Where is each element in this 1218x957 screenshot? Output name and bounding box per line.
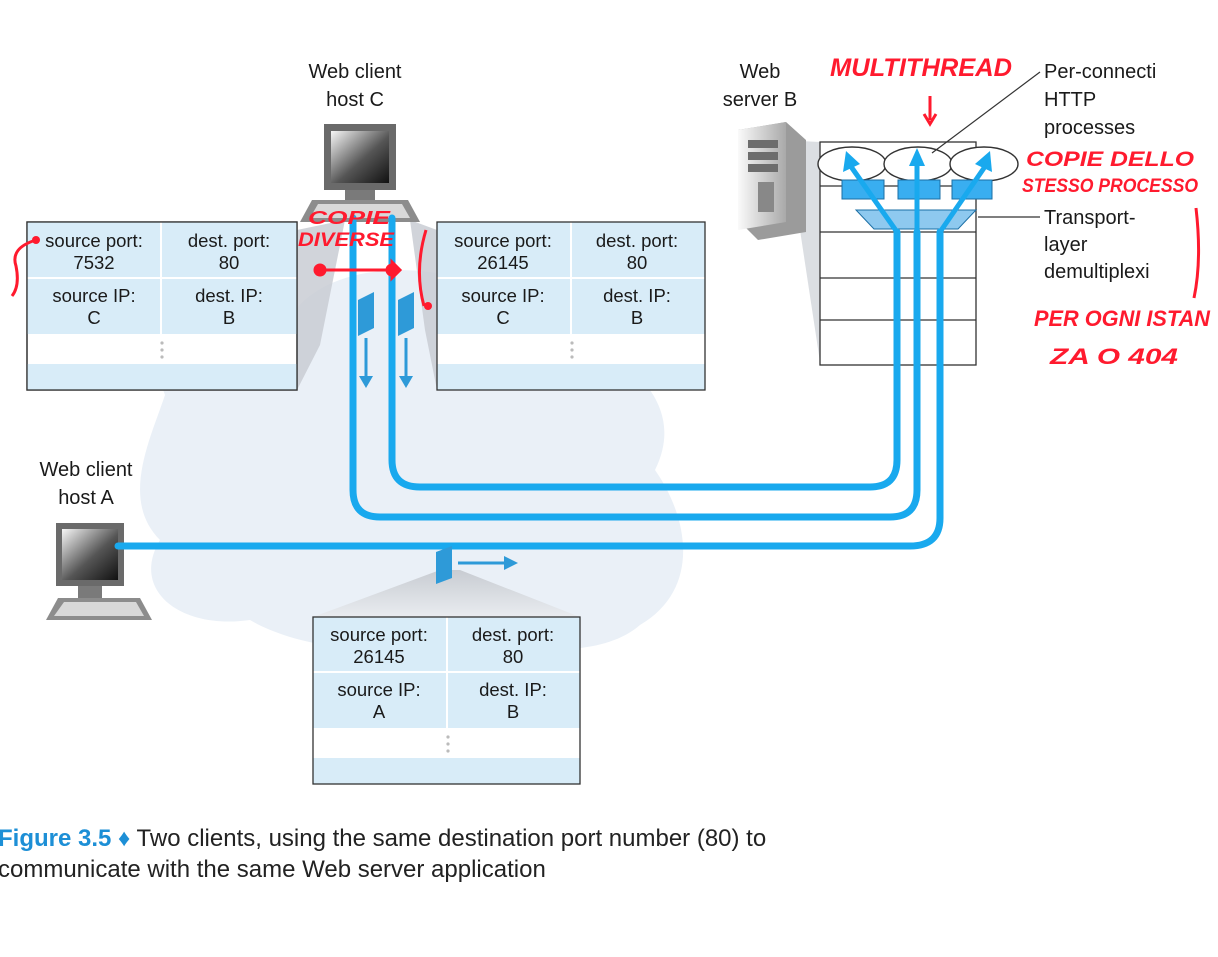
- label-client-c-line1: Web client: [308, 61, 401, 83]
- label-client-a-line1: Web client: [39, 459, 132, 481]
- source-port-value: 26145: [353, 646, 404, 667]
- source-ip-label: source IP:: [461, 285, 544, 306]
- source-port-value: 26145: [477, 252, 528, 273]
- process-arrowheads: [843, 148, 992, 172]
- source-ip-label: source IP:: [337, 679, 420, 700]
- annotation-per-ogni-2: ZA O 404: [1049, 344, 1178, 369]
- annotation-dot-left: [32, 236, 40, 244]
- annotation-bracket-c: [417, 229, 428, 307]
- label-per-connection-line1: Per-connecti: [1044, 61, 1156, 83]
- dest-ip-label: dest. IP:: [195, 285, 263, 306]
- annotation-dot: [424, 302, 432, 310]
- server-tower-icon: [738, 122, 806, 240]
- annotation-bracket-left: [10, 238, 37, 297]
- network-wires: [114, 155, 987, 550]
- annotation-bracket-right: [1192, 207, 1201, 299]
- computer-icon-host-c: [300, 124, 420, 222]
- leader-line-processes: [931, 71, 1041, 154]
- annotation-copie-dello: COPIE DELLO: [1026, 148, 1194, 171]
- caption-line-1: Figure 3.5 ♦ Two clients, using the same…: [0, 823, 998, 854]
- annotation-multithread: MULTITHREAD: [830, 54, 1012, 82]
- label-client-c-line2: host C: [326, 89, 384, 111]
- figure-caption: Figure 3.5 ♦ Two clients, using the same…: [0, 823, 998, 885]
- source-port-label: source port:: [330, 624, 428, 645]
- label-transport-line1: Transport-: [1044, 207, 1136, 229]
- dest-port-label: dest. port:: [472, 624, 554, 645]
- packet-icons: [358, 292, 452, 584]
- dest-port-value: 80: [627, 252, 648, 273]
- dest-port-value: 80: [503, 646, 524, 667]
- label-per-connection-line2: HTTP: [1044, 89, 1096, 111]
- label-transport-line3: demultiplexi: [1044, 261, 1150, 283]
- annotation-copie: COPIE: [308, 208, 391, 228]
- label-transport-line2: layer: [1044, 234, 1088, 256]
- direction-arrows: [359, 338, 518, 570]
- callout-wedge-left: [297, 220, 345, 390]
- annotation-diverse: DIVERSE: [298, 230, 396, 251]
- label-server-b-line1: Web: [740, 61, 781, 83]
- segment-table-host-a: source port: 26145 dest. port: 80 source…: [312, 616, 581, 785]
- dest-port-label: dest. port:: [188, 230, 270, 251]
- source-ip-value: C: [87, 307, 100, 328]
- dest-ip-label: dest. IP:: [479, 679, 547, 700]
- computer-icon-host-a: [46, 523, 152, 620]
- dest-ip-value: B: [631, 307, 643, 328]
- figure-label: Figure 3.5: [0, 825, 112, 852]
- annotation-double-arrow: [313, 258, 403, 282]
- source-port-label: source port:: [454, 230, 552, 251]
- source-ip-value: C: [496, 307, 509, 328]
- dest-ip-label: dest. IP:: [603, 285, 671, 306]
- label-client-a-line2: host A: [58, 487, 114, 509]
- caption-line-2: communicate with the same Web server app…: [0, 856, 546, 883]
- diamond-icon: ♦: [118, 825, 131, 852]
- segment-table-left-c: source port: 7532 dest. port: 80 source …: [26, 221, 298, 391]
- dest-ip-value: B: [507, 701, 519, 722]
- annotation-stesso-processo: STESSO PROCESSO: [1022, 176, 1198, 197]
- annotation-arrow-down: [922, 96, 938, 127]
- dest-port-label: dest. port:: [596, 230, 678, 251]
- caption-text-1: Two clients, using the same destination …: [136, 825, 767, 852]
- annotation-per-ogni-1: PER OGNI ISTAN: [1034, 306, 1211, 331]
- callout-wedge-server: [780, 140, 820, 362]
- callout-wedge-bottom: [313, 570, 580, 617]
- label-per-connection-line3: processes: [1044, 117, 1135, 139]
- segment-table-right-c: source port: 26145 dest. port: 80 source…: [436, 221, 706, 391]
- dest-ip-value: B: [223, 307, 235, 328]
- source-ip-label: source IP:: [52, 285, 135, 306]
- source-port-label: source port:: [45, 230, 143, 251]
- label-server-b-line2: server B: [723, 89, 797, 111]
- source-ip-value: A: [373, 701, 386, 722]
- source-port-value: 7532: [73, 252, 114, 273]
- dest-port-value: 80: [219, 252, 240, 273]
